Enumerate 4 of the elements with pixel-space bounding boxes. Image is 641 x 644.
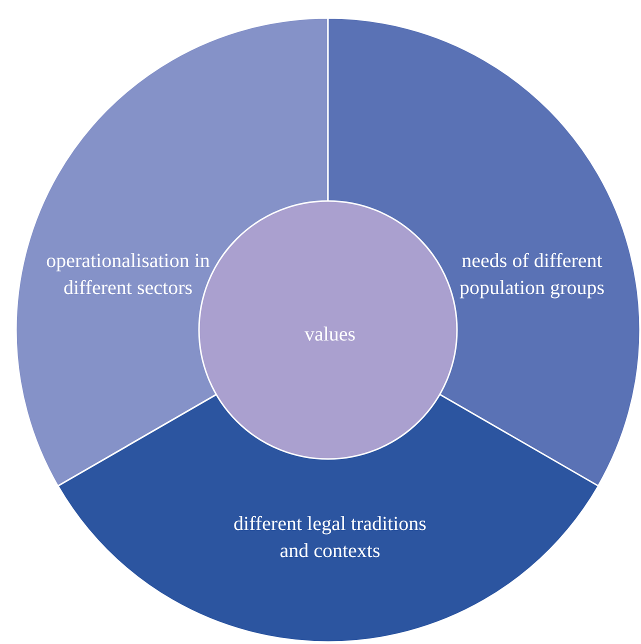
segment-label: operationalisation in different sectors [45,249,211,301]
segment-label: different legal traditions and contexts [232,512,428,564]
segment-label: needs of different population groups [458,249,606,301]
segment-label: values [303,322,357,348]
